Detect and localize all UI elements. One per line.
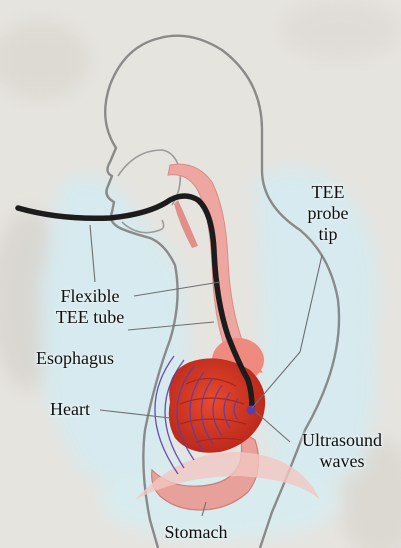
tee-tube-label-line-2: TEE tube	[40, 307, 140, 328]
tee-tube-label: Flexible TEE tube	[40, 286, 140, 328]
ultrasound-waves-label: Ultrasound waves	[284, 430, 400, 472]
stomach-label: Stomach	[146, 522, 246, 543]
probe-tip-marker	[247, 406, 256, 415]
esophagus-label: Esophagus	[20, 348, 130, 369]
tee-tube-label-line-1: Flexible	[40, 286, 140, 307]
probe-tip-label-line-2: probe	[296, 203, 360, 224]
probe-tip-label-line-3: tip	[296, 224, 360, 245]
probe-tip-label: TEE probe tip	[296, 182, 360, 245]
ultrasound-waves-label-line-2: waves	[284, 451, 400, 472]
epiglottis	[174, 200, 198, 248]
probe-tip-label-line-1: TEE	[296, 182, 360, 203]
heart-label: Heart	[40, 399, 100, 420]
ultrasound-waves-label-line-1: Ultrasound	[284, 430, 400, 451]
